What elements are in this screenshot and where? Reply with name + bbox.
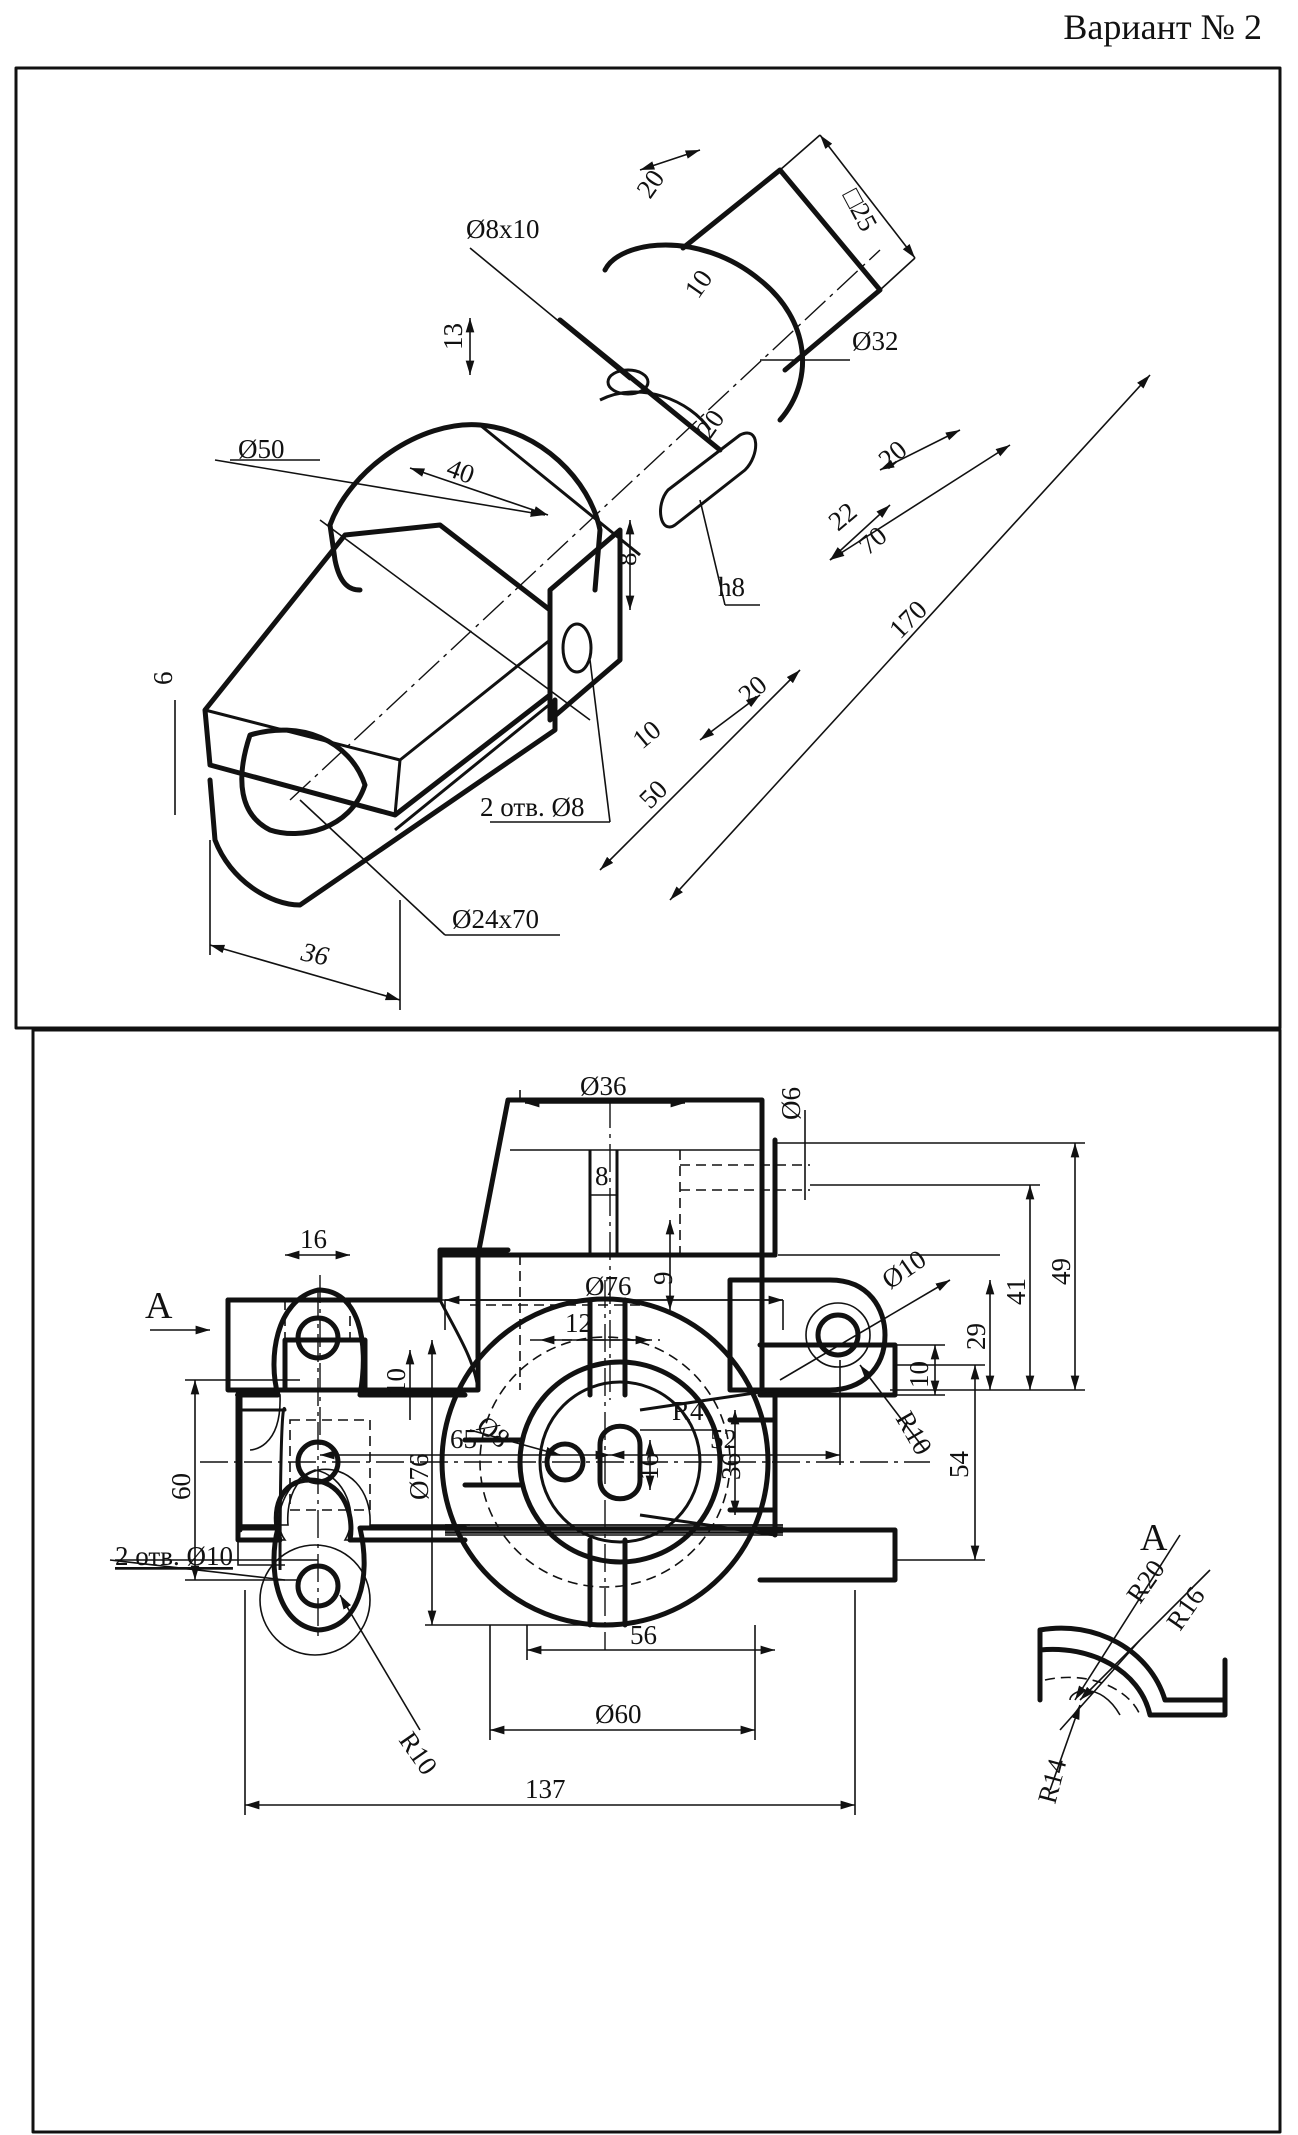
- label-iso-6: 6: [148, 672, 178, 686]
- view-a-detail: [1037, 1625, 1228, 1731]
- label-d32: Ø32: [852, 326, 899, 356]
- label-front-9: 9: [648, 1272, 678, 1286]
- label-front-8: 8: [595, 1161, 609, 1191]
- view-a-dims: [1049, 1534, 1211, 1791]
- label-view-a-r14: R14: [1032, 1755, 1073, 1807]
- label-view-a-title: A: [1140, 1517, 1168, 1559]
- label-iso-40: 40: [443, 452, 479, 489]
- top-pin-lower: [757, 1527, 898, 1583]
- label-front-16: 16: [300, 1224, 327, 1254]
- front-lug: [727, 1277, 888, 1393]
- split-sleeve: [207, 697, 558, 908]
- label-iso-50: 50: [633, 774, 673, 814]
- label-top-10: 10: [904, 1361, 934, 1388]
- label-top-d76-left: Ø76: [404, 1454, 434, 1501]
- label-front-41: 41: [1001, 1278, 1031, 1305]
- label-iso-13: 13: [438, 323, 468, 350]
- label-h8: h8: [718, 572, 745, 602]
- label-top-56: 56: [630, 1620, 657, 1650]
- label-top-d60: Ø60: [595, 1699, 642, 1729]
- hole-d8x10: [606, 368, 650, 396]
- label-top-holes-d10: 2 отв. Ø10: [115, 1541, 233, 1571]
- label-top-d76-top: Ø76: [585, 1271, 632, 1301]
- top-hole-d8: [544, 1441, 586, 1483]
- label-top-137: 137: [525, 1774, 566, 1804]
- label-front-view-a: A: [145, 1285, 173, 1327]
- front-boss: [282, 1337, 368, 1393]
- label-iso-8: 8: [612, 553, 642, 567]
- label-top-r10: R10: [393, 1726, 443, 1780]
- label-iso-20b: 20: [690, 404, 730, 443]
- label-iso-36: 36: [298, 936, 332, 971]
- top-view-dimension-lines-actual: [109, 1295, 985, 1815]
- variant-title: Вариант № 2: [1063, 7, 1262, 47]
- label-front-d10: Ø10: [876, 1244, 931, 1295]
- label-front-d36: Ø36: [580, 1071, 627, 1101]
- label-iso-10a: 10: [678, 264, 718, 303]
- label-square25: □25: [837, 184, 884, 236]
- label-iso-20a: 20: [630, 164, 670, 203]
- label-iso-22: 22: [823, 496, 863, 536]
- label-d24x70: Ø24x70: [452, 904, 539, 934]
- label-iso-10b: 10: [627, 714, 667, 754]
- label-top-16: 16: [634, 1453, 664, 1480]
- label-front-10: 10: [381, 1368, 411, 1395]
- label-top-d8: Ø8: [471, 1410, 516, 1454]
- label-front-49: 49: [1046, 1258, 1076, 1285]
- label-d8x10: Ø8x10: [466, 214, 540, 244]
- label-top-r4: R4: [672, 1396, 704, 1426]
- square-shank: [680, 134, 916, 373]
- label-front-29: 29: [961, 1323, 991, 1350]
- label-d50: Ø50: [238, 434, 285, 464]
- hole-d8: [561, 622, 593, 674]
- label-front-d6: Ø6: [776, 1087, 806, 1120]
- label-top-36: 36: [716, 1453, 746, 1480]
- label-iso-170: 170: [883, 594, 933, 644]
- label-view-a-r16: R16: [1160, 1581, 1210, 1635]
- label-top-54: 54: [944, 1451, 974, 1479]
- slot-h8: [659, 431, 758, 529]
- front-dimensions: [150, 1090, 1085, 1465]
- collar-d50: [327, 422, 641, 723]
- label-top-60: 60: [166, 1473, 196, 1500]
- label-iso-20c: 20: [873, 434, 913, 474]
- front-hole-d10: [815, 1312, 861, 1358]
- label-iso-70: 70: [853, 520, 893, 560]
- isometric-view: □25 Ø8x10 Ø32 Ø50 Ø24x70 2 отв. Ø8 h8 20…: [148, 134, 1151, 1010]
- top-view-main: [200, 1280, 930, 1650]
- top-pin-upper: [757, 1342, 898, 1398]
- iso-dimensions: [174, 149, 1151, 1010]
- front-view: A Ø36 Ø6 16 8 9 12 10 65 52 Ø10 R10 29 4…: [145, 1071, 1085, 1465]
- label-holes-d8: 2 отв. Ø8: [480, 792, 584, 822]
- top-view-dims: [445, 1528, 783, 1530]
- sheet-frame: [14, 66, 1282, 2134]
